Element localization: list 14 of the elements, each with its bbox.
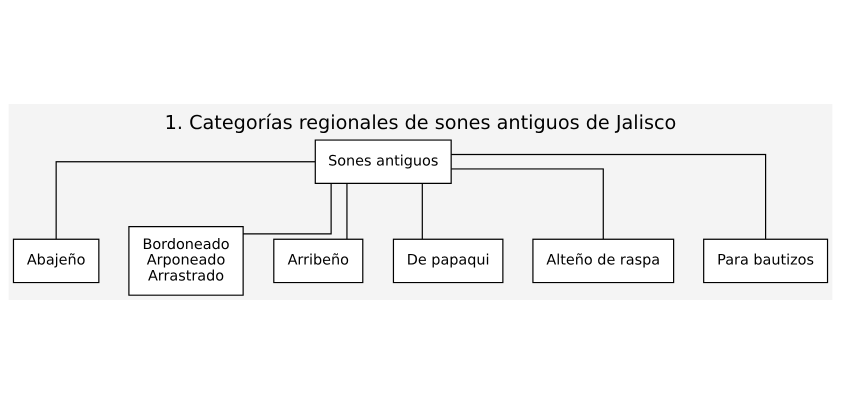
node-box: De papaqui bbox=[392, 238, 504, 284]
connector bbox=[243, 183, 332, 234]
diagram-title: 1. Categorías regionales de sones antiguos de Jalisco bbox=[164, 111, 676, 134]
node-box: Abajeño bbox=[12, 238, 100, 284]
connector bbox=[452, 168, 604, 240]
connector bbox=[346, 184, 348, 239]
node-box: Arribeño bbox=[273, 238, 364, 284]
node-box: Para bautizos bbox=[703, 238, 828, 284]
node-box: Bordoneado Arponeado Arrastrado bbox=[128, 226, 244, 296]
connector bbox=[56, 161, 316, 239]
node-box: Sones antiguos bbox=[314, 139, 452, 184]
node-box: Alteño de raspa bbox=[532, 238, 674, 284]
connector bbox=[452, 154, 766, 239]
connector bbox=[422, 184, 423, 239]
